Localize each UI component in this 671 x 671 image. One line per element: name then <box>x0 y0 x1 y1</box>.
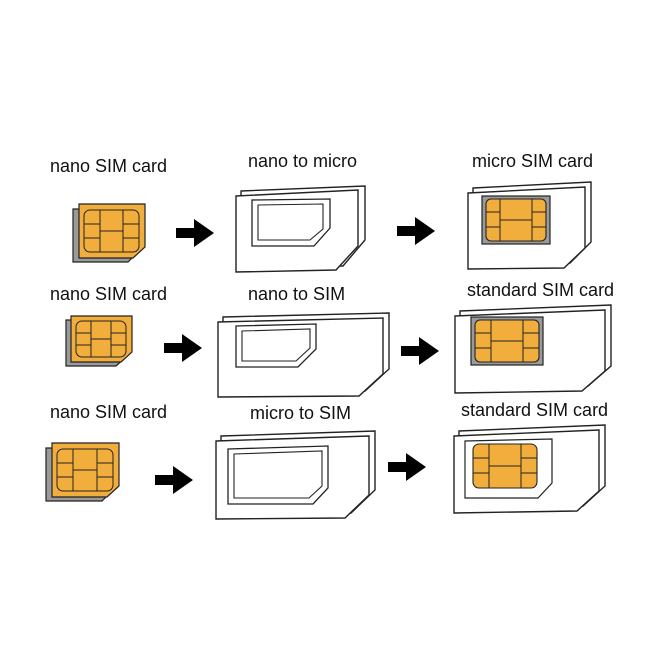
adapter-nano-to-sim <box>217 312 390 398</box>
label-micro-sim-card: micro SIM card <box>472 151 593 171</box>
arrow-right-icon <box>397 217 435 245</box>
adapter-nano-to-micro <box>235 185 366 273</box>
nano-sim-card <box>45 442 120 502</box>
adapter-micro-to-sim <box>215 430 376 520</box>
row-nano-to-micro: nano SIM card nano to micro micro SIM ca… <box>50 151 593 273</box>
arrow-right-icon <box>176 219 214 247</box>
label-standard-sim-card: standard SIM card <box>467 280 614 300</box>
arrow-right-icon <box>401 337 439 365</box>
sim-chip-icon <box>56 448 114 492</box>
arrow-right-icon <box>388 453 426 481</box>
sim-chip-icon <box>83 209 140 253</box>
label-adapter-micro-to-sim: micro to SIM <box>250 403 351 423</box>
standard-sim-card <box>453 424 606 514</box>
row-nano-to-sim: nano SIM card nano to SIM standard SIM c… <box>50 280 614 398</box>
sim-chip-icon <box>75 320 127 358</box>
micro-sim-card <box>467 181 592 270</box>
label-nano-sim-card: nano SIM card <box>50 156 167 176</box>
nano-sim-card <box>65 315 133 367</box>
arrow-right-icon <box>155 466 193 494</box>
sim-chip-icon <box>475 320 539 362</box>
sim-chip-icon <box>473 444 537 488</box>
sim-chip-icon <box>486 199 546 241</box>
arrow-right-icon <box>164 334 202 362</box>
nano-sim-card <box>72 203 146 263</box>
label-standard-sim-card: standard SIM card <box>461 400 608 420</box>
label-adapter-nano-to-sim: nano to SIM <box>248 284 345 304</box>
label-nano-sim-card: nano SIM card <box>50 284 167 304</box>
label-nano-sim-card: nano SIM card <box>50 402 167 422</box>
standard-sim-card <box>454 304 612 394</box>
row-micro-to-sim: nano SIM card micro to SIM standard SIM … <box>45 400 608 520</box>
label-adapter-nano-to-micro: nano to micro <box>248 151 357 171</box>
